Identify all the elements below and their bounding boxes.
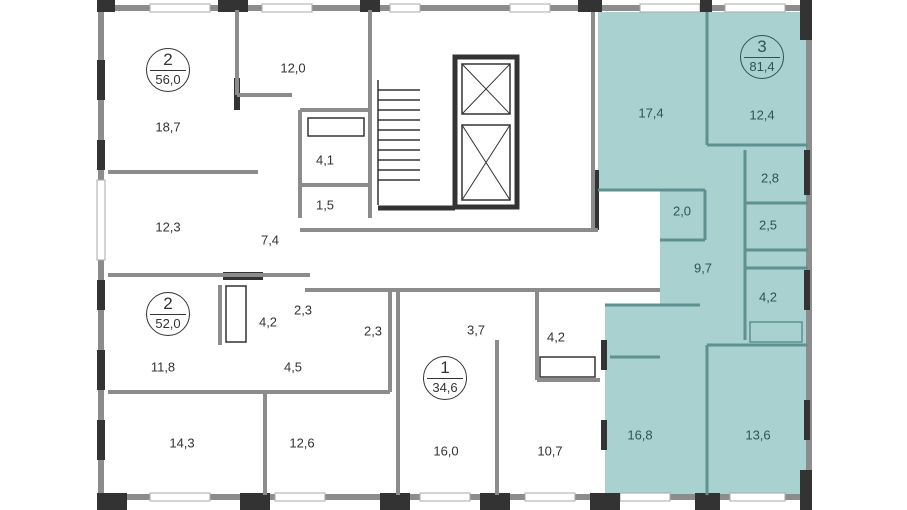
apartment-rooms: 3 bbox=[744, 37, 780, 58]
room-area: 16,0 bbox=[433, 443, 459, 459]
bathtubs bbox=[225, 117, 596, 378]
room-area: 4,2 bbox=[258, 314, 278, 330]
interior-walls bbox=[108, 10, 660, 495]
room-area: 4,1 bbox=[315, 152, 335, 168]
room-area: 2,3 bbox=[293, 302, 313, 318]
apartment-rooms: 1 bbox=[427, 358, 463, 379]
pillars bbox=[97, 0, 812, 510]
room-area: 14,3 bbox=[169, 435, 195, 451]
room-area: 13,6 bbox=[745, 427, 771, 443]
room-area: 2,0 bbox=[672, 203, 692, 219]
apartment-area: 52,0 bbox=[155, 316, 181, 331]
room-area: 1,5 bbox=[315, 197, 335, 213]
windows bbox=[96, 3, 786, 502]
room-area: 2,3 bbox=[363, 323, 383, 339]
room-area: 9,7 bbox=[693, 260, 713, 276]
room-area: 18,7 bbox=[155, 119, 181, 135]
room-area: 12,6 bbox=[289, 435, 315, 451]
room-area: 2,8 bbox=[760, 170, 780, 186]
apartment-3-walls bbox=[598, 12, 808, 495]
apartment-3-area[interactable] bbox=[598, 12, 808, 495]
room-area: 11,8 bbox=[150, 359, 176, 375]
room-area: 16,8 bbox=[627, 427, 653, 443]
room-area: 4,5 bbox=[283, 359, 303, 375]
apartment-rooms: 2 bbox=[150, 294, 186, 315]
room-area: 2,5 bbox=[758, 217, 778, 233]
apartment-area: 34,6 bbox=[432, 380, 458, 395]
room-area: 12,4 bbox=[749, 107, 775, 123]
room-area: 10,7 bbox=[537, 443, 563, 459]
room-area: 12,3 bbox=[155, 219, 181, 235]
room-area: 7,4 bbox=[260, 232, 280, 248]
room-area: 4,2 bbox=[758, 289, 778, 305]
apartment-area: 56,0 bbox=[155, 72, 181, 87]
apartment-area: 81,4 bbox=[749, 59, 775, 74]
room-area: 4,2 bbox=[546, 329, 566, 345]
room-area: 12,0 bbox=[280, 60, 306, 76]
stair-elevator-core bbox=[377, 54, 520, 211]
apartment-rooms: 2 bbox=[150, 50, 186, 71]
room-area: 17,4 bbox=[638, 105, 664, 121]
room-area: 3,7 bbox=[466, 322, 486, 338]
